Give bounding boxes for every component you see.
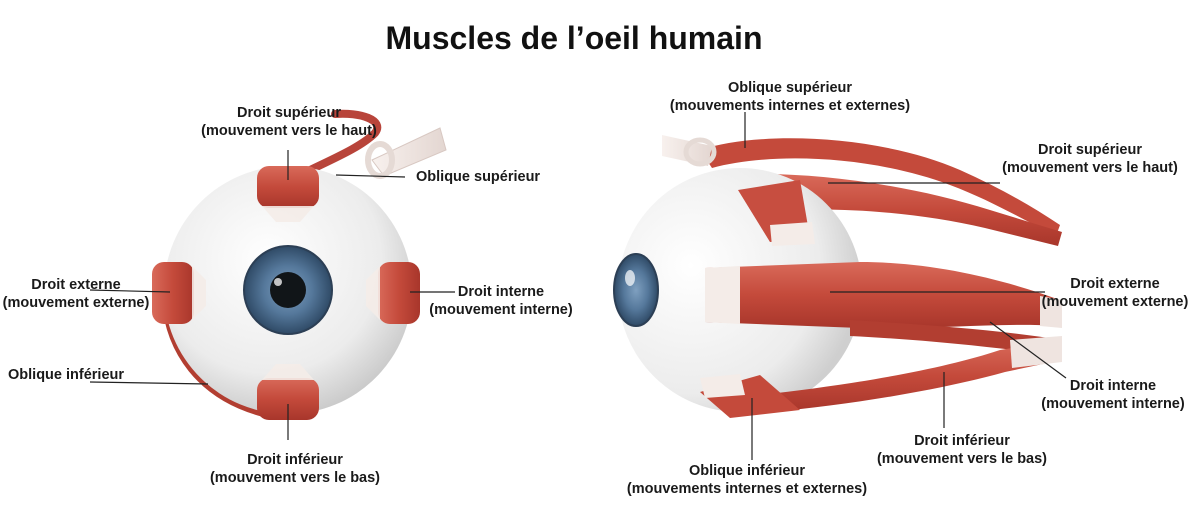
label-side-oblique-inferieur: Oblique inférieur (mouvements internes e…	[616, 462, 878, 498]
front-droit-interne-muscle	[378, 262, 420, 324]
label-front-oblique-inferieur: Oblique inférieur	[8, 366, 124, 384]
side-iris	[614, 254, 658, 326]
label-desc: (mouvement externe)	[1036, 293, 1194, 311]
side-droit-externe-muscle	[705, 262, 1060, 328]
label-name: Droit interne	[1036, 377, 1190, 395]
label-name: Droit externe	[0, 276, 152, 294]
label-desc: (mouvements internes et externes)	[658, 97, 922, 115]
label-name: Oblique inférieur	[8, 366, 124, 384]
label-name: Oblique supérieur	[658, 79, 922, 97]
label-side-oblique-superieur: Oblique supérieur (mouvements internes e…	[658, 79, 922, 115]
label-name: Oblique supérieur	[416, 168, 540, 186]
front-pupil	[270, 272, 306, 308]
label-name: Droit inférieur	[870, 432, 1054, 450]
label-desc: (mouvement vers le bas)	[198, 469, 392, 487]
label-name: Droit externe	[1036, 275, 1194, 293]
label-name: Droit interne	[424, 283, 578, 301]
label-front-droit-inferieur: Droit inférieur (mouvement vers le bas)	[198, 451, 392, 487]
label-front-oblique-superieur: Oblique supérieur	[416, 168, 540, 186]
label-front-droit-superieur: Droit supérieur (mouvement vers le haut)	[160, 104, 418, 140]
label-name: Droit supérieur	[994, 141, 1186, 159]
label-desc: (mouvement vers le haut)	[160, 122, 418, 140]
label-side-droit-superieur: Droit supérieur (mouvement vers le haut)	[994, 141, 1186, 177]
label-side-droit-externe: Droit externe (mouvement externe)	[1036, 275, 1194, 311]
side-eye-view	[614, 135, 1062, 418]
label-name: Droit supérieur	[160, 104, 418, 122]
label-side-droit-inferieur: Droit inférieur (mouvement vers le bas)	[870, 432, 1054, 468]
label-side-droit-interne: Droit interne (mouvement interne)	[1036, 377, 1190, 413]
label-desc: (mouvement vers le haut)	[994, 159, 1186, 177]
label-front-droit-externe: Droit externe (mouvement externe)	[0, 276, 152, 312]
front-eye-view	[152, 114, 446, 420]
label-desc: (mouvements internes et externes)	[616, 480, 878, 498]
label-desc: (mouvement interne)	[1036, 395, 1190, 413]
label-desc: (mouvement externe)	[0, 294, 152, 312]
label-desc: (mouvement interne)	[424, 301, 578, 319]
label-name: Droit inférieur	[198, 451, 392, 469]
label-front-droit-interne: Droit interne (mouvement interne)	[424, 283, 578, 319]
front-droit-externe-muscle	[152, 262, 194, 324]
label-desc: (mouvement vers le bas)	[870, 450, 1054, 468]
label-name: Oblique inférieur	[616, 462, 878, 480]
